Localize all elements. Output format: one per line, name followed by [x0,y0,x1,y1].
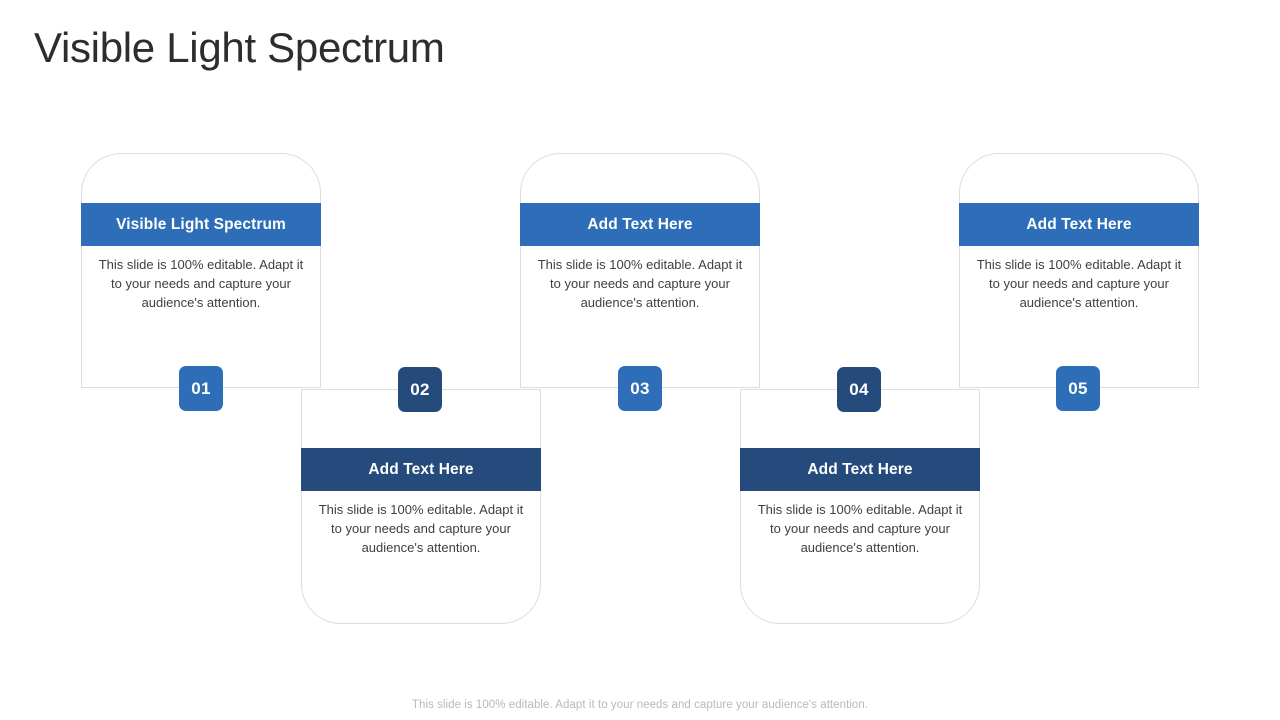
card-02-body: This slide is 100% editable. Adapt it to… [318,502,524,556]
card-04-number-badge[interactable]: 04 [837,367,881,412]
card-03-number: 03 [630,378,650,398]
card-05-header: Add Text Here [959,203,1199,246]
card-05[interactable]: Add Text Here This slide is 100% editabl… [959,153,1199,388]
card-02-heading: Add Text Here [368,460,474,478]
card-03-number-badge[interactable]: 03 [618,366,662,411]
five-step-card-diagram: Visible Light Spectrum This slide is 100… [81,153,1199,624]
card-01-number-badge[interactable]: 01 [179,366,223,411]
card-03[interactable]: Add Text Here This slide is 100% editabl… [520,153,760,388]
card-03-heading: Add Text Here [587,215,693,233]
page-title: Visible Light Spectrum [34,24,445,71]
card-01-body: This slide is 100% editable. Adapt it to… [98,257,304,311]
card-02[interactable]: Add Text Here This slide is 100% editabl… [301,389,541,624]
card-01[interactable]: Visible Light Spectrum This slide is 100… [81,153,321,388]
card-04-heading: Add Text Here [807,460,913,478]
card-02-number: 02 [410,379,430,399]
card-05-heading: Add Text Here [1026,215,1132,233]
card-04-header: Add Text Here [740,448,980,491]
footer-note: This slide is 100% editable. Adapt it to… [411,699,869,711]
card-05-number-badge[interactable]: 05 [1056,366,1100,411]
card-05-number: 05 [1068,378,1088,398]
card-03-body: This slide is 100% editable. Adapt it to… [537,257,743,311]
card-02-number-badge[interactable]: 02 [398,367,442,412]
card-01-number: 01 [191,378,211,398]
card-04-body: This slide is 100% editable. Adapt it to… [757,502,963,556]
card-01-heading: Visible Light Spectrum [116,215,286,233]
card-02-header: Add Text Here [301,448,541,491]
card-01-header: Visible Light Spectrum [81,203,321,246]
card-04[interactable]: Add Text Here This slide is 100% editabl… [740,389,980,624]
card-04-number: 04 [849,379,869,399]
card-05-body: This slide is 100% editable. Adapt it to… [976,257,1182,311]
card-03-header: Add Text Here [520,203,760,246]
